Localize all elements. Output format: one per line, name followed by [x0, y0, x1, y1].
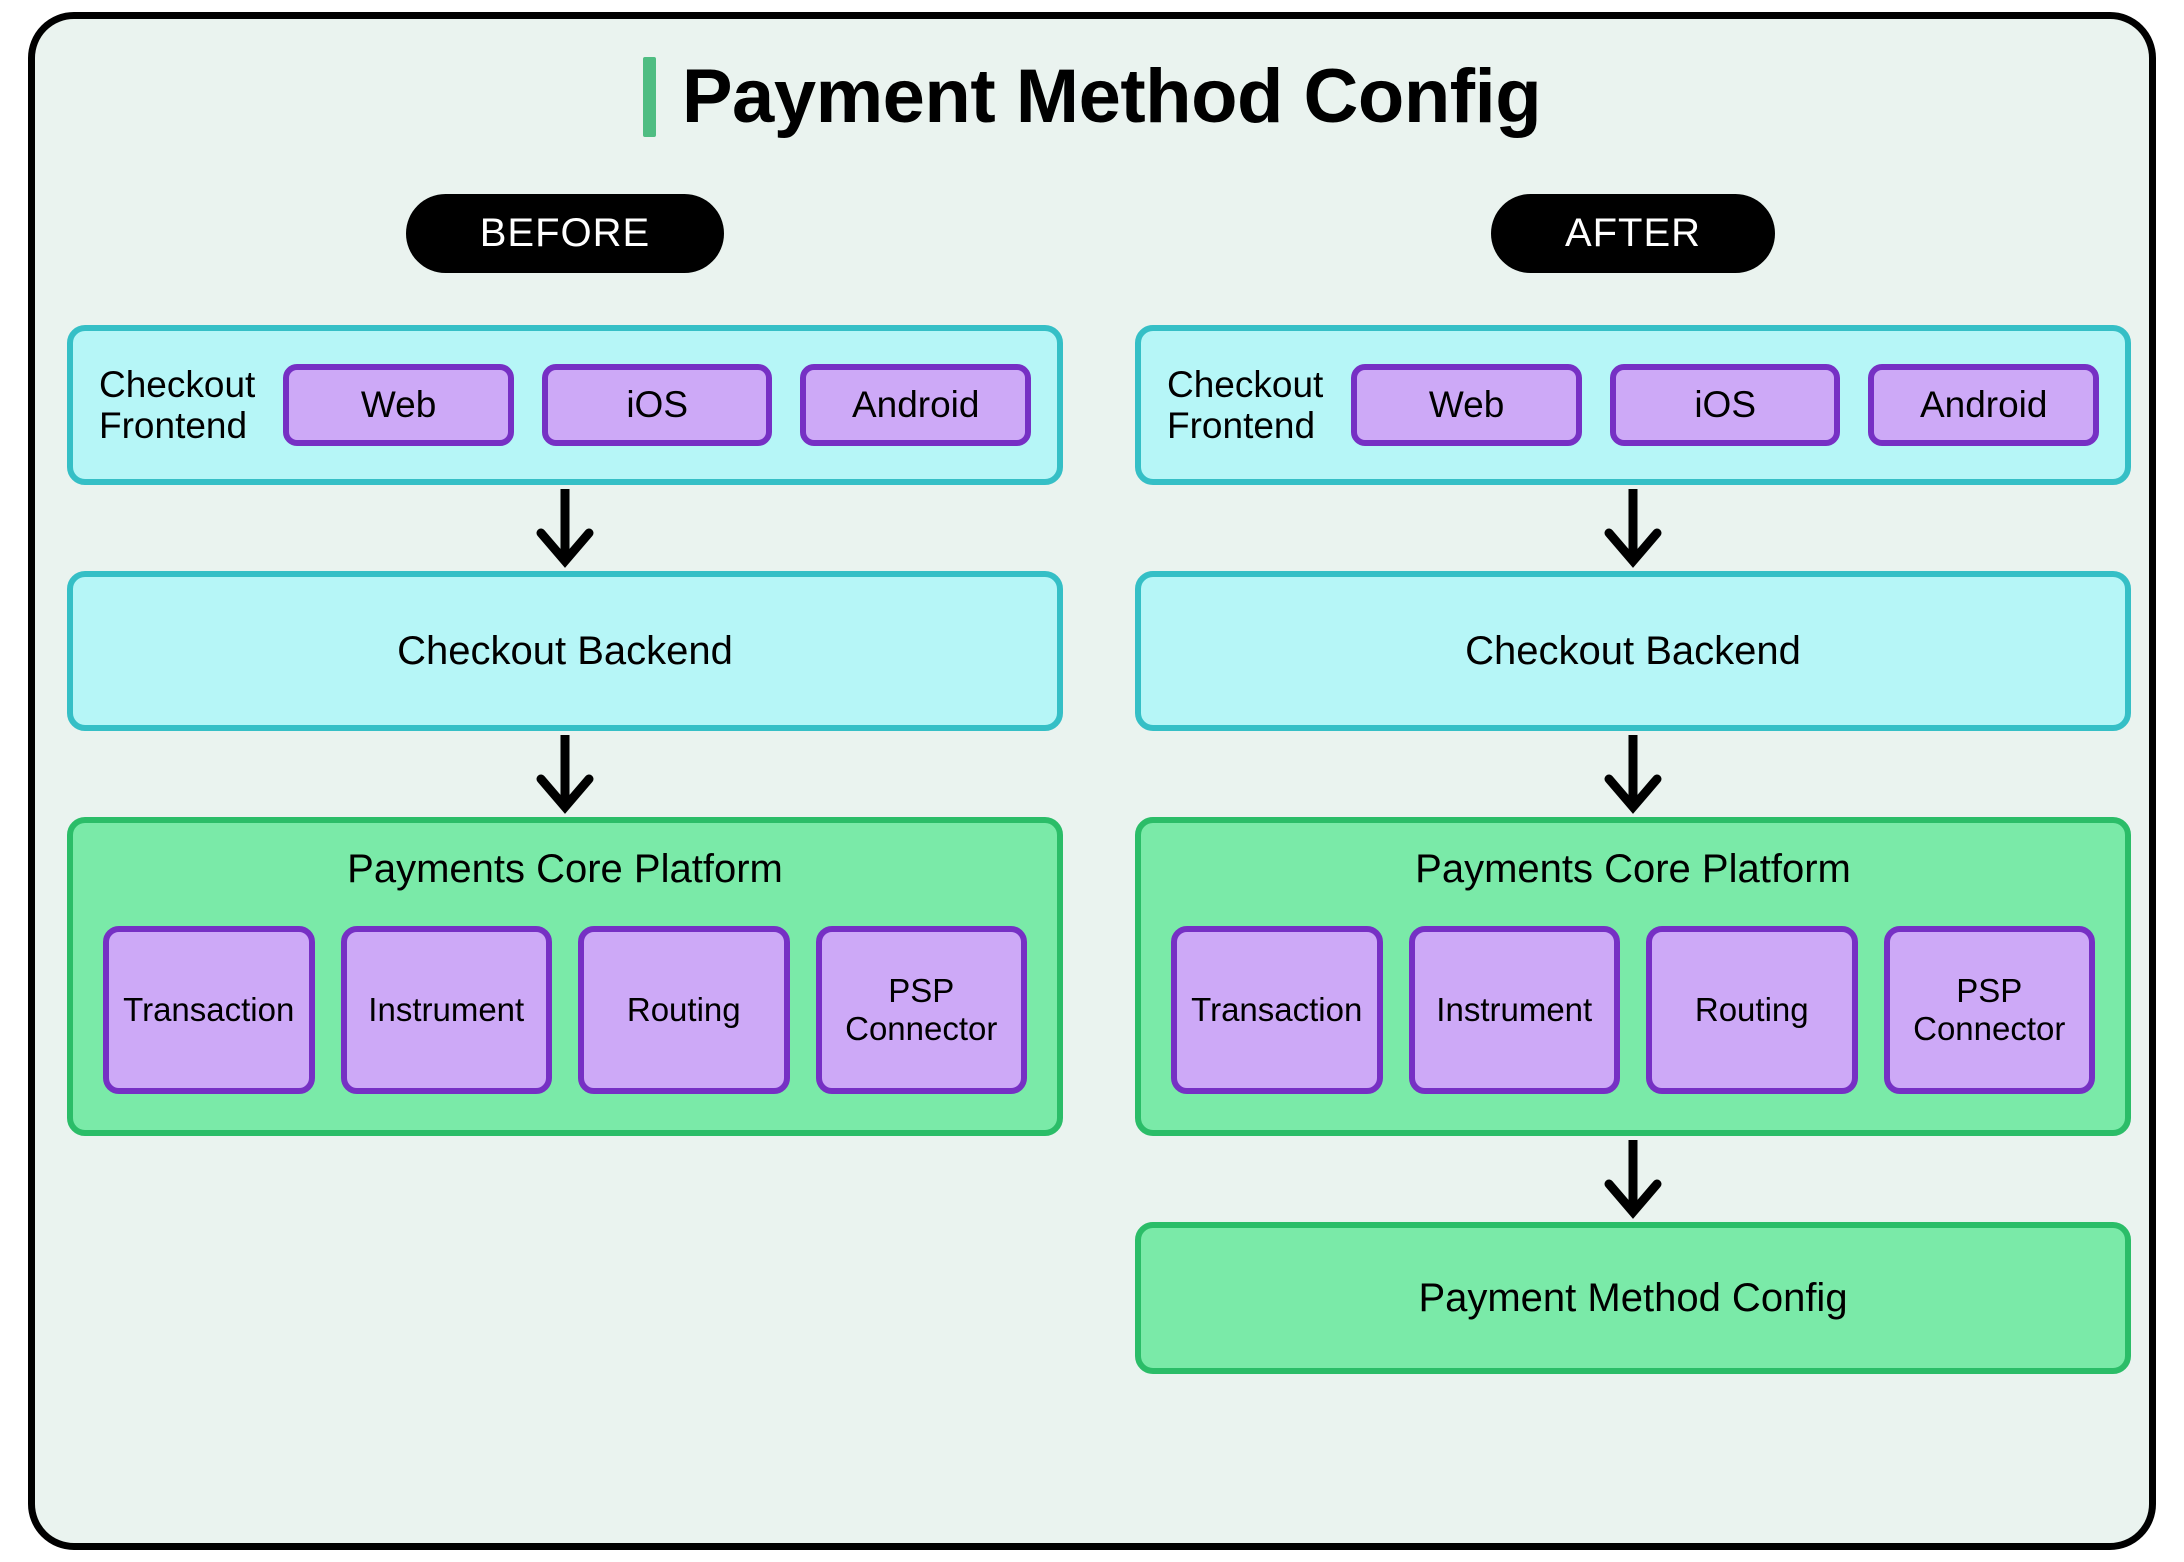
- checkout-frontend-block-before: Checkout Frontend Web iOS Android: [67, 325, 1063, 485]
- core-cards-row-after: Transaction Instrument Routing PSP Conne…: [1171, 926, 2095, 1094]
- payments-core-platform-title: Payments Core Platform: [347, 847, 783, 891]
- comparison-columns: BEFORE Checkout Frontend Web iOS Android: [67, 194, 2131, 1374]
- checkout-backend-label: Checkout Backend: [1465, 628, 1801, 673]
- core-card-instrument[interactable]: Instrument: [340, 926, 552, 1094]
- core-card-transaction[interactable]: Transaction: [103, 926, 315, 1094]
- phase-pill-before: BEFORE: [405, 194, 725, 273]
- diagram-frame: Payment Method Config BEFORE Checkout Fr…: [28, 12, 2156, 1550]
- column-after: AFTER Checkout Frontend Web iOS Android: [1135, 194, 2131, 1374]
- arrow-frontend-to-backend-before: [535, 485, 595, 571]
- arrow-backend-to-core-after: [1603, 731, 1663, 817]
- core-card-routing[interactable]: Routing: [1646, 926, 1858, 1094]
- column-before: BEFORE Checkout Frontend Web iOS Android: [67, 194, 1063, 1374]
- checkout-frontend-label: Checkout Frontend: [1167, 363, 1324, 446]
- frontend-chip-web[interactable]: Web: [283, 364, 514, 446]
- payments-core-platform-block-before: Payments Core Platform Transaction Instr…: [67, 817, 1063, 1136]
- payment-method-config-block: Payment Method Config: [1135, 1222, 2131, 1374]
- payments-core-platform-title: Payments Core Platform: [1415, 847, 1851, 891]
- checkout-backend-block-before: Checkout Backend: [67, 571, 1063, 731]
- checkout-backend-block-after: Checkout Backend: [1135, 571, 2131, 731]
- checkout-frontend-label: Checkout Frontend: [99, 363, 256, 446]
- core-card-transaction[interactable]: Transaction: [1171, 926, 1383, 1094]
- frontend-chip-android[interactable]: Android: [800, 364, 1031, 446]
- core-cards-row-before: Transaction Instrument Routing PSP Conne…: [103, 926, 1027, 1094]
- core-card-routing[interactable]: Routing: [578, 926, 790, 1094]
- checkout-frontend-block-after: Checkout Frontend Web iOS Android: [1135, 325, 2131, 485]
- frontend-chip-ios[interactable]: iOS: [1609, 364, 1841, 446]
- payment-method-config-label: Payment Method Config: [1418, 1275, 1848, 1320]
- checkout-backend-label: Checkout Backend: [397, 628, 733, 673]
- payments-core-platform-block-after: Payments Core Platform Transaction Instr…: [1135, 817, 2131, 1136]
- arrow-backend-to-core-before: [535, 731, 595, 817]
- arrow-core-to-config-after: [1603, 1136, 1663, 1222]
- frontend-chip-ios[interactable]: iOS: [541, 364, 773, 446]
- core-card-instrument[interactable]: Instrument: [1408, 926, 1620, 1094]
- frontend-chip-android[interactable]: Android: [1868, 364, 2099, 446]
- title-text: Payment Method Config: [681, 54, 1542, 139]
- core-card-psp-connector[interactable]: PSP Connector: [1883, 926, 2095, 1094]
- title-accent-bar: [642, 57, 656, 137]
- arrow-frontend-to-backend-after: [1603, 485, 1663, 571]
- page-title: Payment Method Config: [35, 57, 2149, 137]
- phase-pill-after: AFTER: [1490, 194, 1776, 273]
- core-card-psp-connector[interactable]: PSP Connector: [815, 926, 1027, 1094]
- frontend-chip-web[interactable]: Web: [1351, 364, 1582, 446]
